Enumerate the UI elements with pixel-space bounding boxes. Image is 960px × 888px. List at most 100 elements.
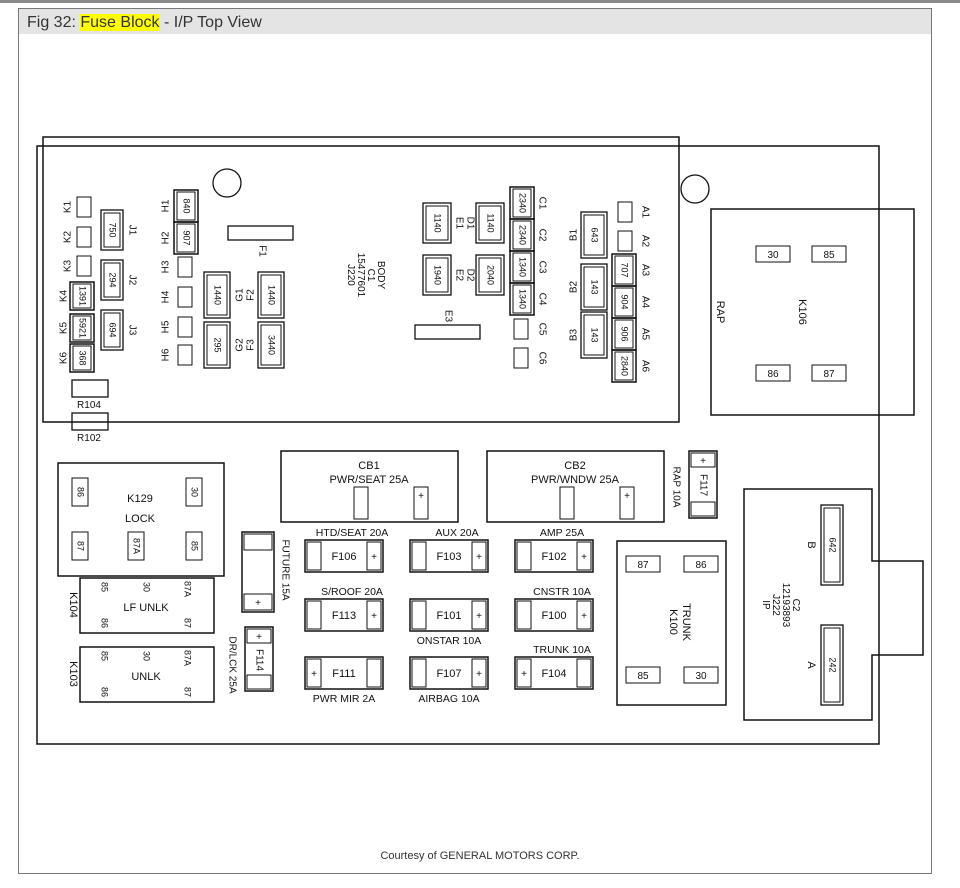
maxi-fuse-body <box>304 539 384 573</box>
a4-label: A4 <box>639 296 650 309</box>
c4-label: C4 <box>536 293 547 306</box>
ip-connector-outline <box>743 488 924 721</box>
maxi-fuse-body <box>409 539 489 573</box>
maxi-fuse-rating: HTD/SEAT 20A <box>316 527 389 539</box>
f117-body <box>688 450 718 519</box>
f117-rating: RAP 10A <box>670 467 681 508</box>
cb2-label: CB2 <box>564 460 585 472</box>
a3-fuse-inner <box>614 255 634 285</box>
unlk-label: UNLK <box>131 671 161 683</box>
unlock-relay-body <box>79 646 215 703</box>
k103-pin-87: 87 <box>183 687 193 697</box>
cb2-terminal <box>619 486 635 520</box>
j-slot-column: 750 294 694 J1 J2 J3 <box>100 209 137 351</box>
h4-label: H4 <box>161 290 172 303</box>
a6-value: 2840 <box>620 356 630 376</box>
k106-label: K106 <box>796 299 808 325</box>
maxi-fuse-rating: AMP 25A <box>540 527 584 539</box>
k1-label: K1 <box>63 200 74 213</box>
k5-value: 5921 <box>78 318 88 338</box>
f117-cap <box>690 452 716 468</box>
j3-label: J3 <box>126 325 137 336</box>
c1-fuse-inner <box>512 188 532 218</box>
e-d-slot-group: 1140 1940 1140 2040 E1 E2 D1 D2 <box>422 202 505 296</box>
trunk-pin-box <box>683 555 719 573</box>
k4-fuse <box>69 281 95 311</box>
trunk-pin-box <box>683 666 719 684</box>
h6-slot <box>177 344 193 366</box>
b1-fuse-inner <box>583 214 605 256</box>
k5-fuse-inner <box>72 315 92 341</box>
c3-value: 1340 <box>518 257 528 277</box>
lock-pin-30: 30 <box>190 487 200 497</box>
maxi-fuse-id: F107 <box>436 668 461 680</box>
lock-pin-87: 87 <box>76 541 86 551</box>
k6-fuse-inner <box>72 345 92 371</box>
c2-label: C2 <box>536 229 547 242</box>
maxi-fuse-body <box>514 598 594 632</box>
trunk-pin-85: 85 <box>637 671 649 682</box>
maxi-fuse-rating: ONSTAR 10A <box>417 635 482 647</box>
circuit-breaker-cb2: CB2 PWR/WNDW 25A + <box>486 450 665 523</box>
k2-slot <box>76 226 92 248</box>
maxi-fuse-cap <box>306 658 322 688</box>
c2-pin-a-label: A <box>805 661 817 669</box>
maxi-fuse-id: F113 <box>332 610 356 622</box>
a4-value: 904 <box>620 294 630 309</box>
trunk-relay-body <box>616 540 727 706</box>
cb2-rating: PWR/WNDW 25A <box>531 474 620 486</box>
k1-slot <box>76 196 92 218</box>
k104-pin-87: 87 <box>183 618 193 628</box>
c5-slot <box>513 318 529 340</box>
maxi-fuse-cap <box>306 541 322 571</box>
f2-fuse <box>257 271 285 319</box>
maxi-fuse-cap <box>471 541 487 571</box>
cb2-terminal <box>559 486 575 520</box>
h2-fuse <box>173 221 199 255</box>
b1-label: B1 <box>569 228 580 241</box>
f1-slot <box>227 225 294 241</box>
k6-label: K6 <box>59 351 70 364</box>
maxi-fuse-id: F101 <box>436 610 461 622</box>
mounting-hole <box>212 168 242 198</box>
maxi-fuse-rating: CNSTR 10A <box>533 586 591 598</box>
h1-label: H1 <box>161 199 172 212</box>
body-connector-line: J220 <box>345 264 356 286</box>
figure-title: Fig 32: Fuse Block - I/P Top View <box>27 14 262 32</box>
maxi-fuse-id: F102 <box>541 551 566 563</box>
k4-fuse-inner <box>72 283 92 309</box>
k5-label: K5 <box>59 321 70 334</box>
k104-label: K104 <box>67 592 79 618</box>
lf-unlock-relay-k104: 85 30 87A 86 87 LF UNLK K104 <box>67 577 215 634</box>
r104-label: R104 <box>77 400 101 411</box>
body-connector-line: 15477601 <box>355 253 366 298</box>
body-connector-panel <box>42 136 680 423</box>
d1-fuse-inner <box>478 205 502 241</box>
plus-terminal-icon: + <box>476 552 482 563</box>
fuse-f117: + F117 RAP 10A <box>670 450 718 519</box>
c2-pin-a-value: 242 <box>828 657 838 672</box>
c6-slot <box>513 347 529 369</box>
maxi-fuse-body <box>409 656 489 690</box>
k103-pin-85: 85 <box>100 651 110 661</box>
h4-slot <box>177 286 193 308</box>
a5-fuse-inner <box>614 319 634 349</box>
maxi-fuse-cap <box>366 541 382 571</box>
maxi-fuse-cap <box>516 600 532 630</box>
g1-label: G1 <box>235 288 246 302</box>
j1-fuse <box>100 209 124 251</box>
maxi-fuse-id: F111 <box>332 668 355 680</box>
maxi-fuse-cap <box>411 658 427 688</box>
plus-terminal-icon: + <box>624 491 630 502</box>
k2-label: K2 <box>63 230 74 243</box>
rap-relay-body <box>710 208 915 416</box>
f114-rating: DR/LCK 25A <box>226 636 237 694</box>
f2-fuse-inner <box>260 274 282 316</box>
a-slot-column: 707 904 906 2840 A1 A2 A3 A4 A5 A6 <box>611 201 650 383</box>
d1-fuse <box>475 202 505 244</box>
a4-fuse-inner <box>614 287 634 317</box>
h2-value: 907 <box>182 230 192 245</box>
c2-pin-b <box>820 504 844 586</box>
h1-fuse-inner <box>176 191 196 221</box>
